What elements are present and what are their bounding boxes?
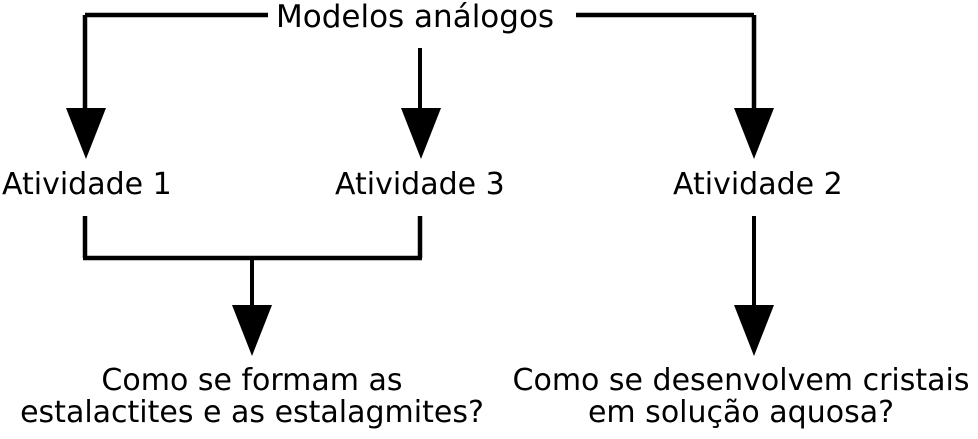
question-cristais-line-2: em solução aquosa? (587, 395, 895, 431)
arrowhead-to-atividade-1 (66, 108, 106, 159)
question-cristais-line-1: Como se desenvolvem cristais (512, 363, 970, 398)
question-estalactites-line-1: Como se formam as (101, 363, 403, 398)
node-atividade-2: Atividade 2 (673, 167, 843, 202)
arrowhead-to-atividade-3 (401, 108, 441, 159)
arrowhead-to-question-estalactites (232, 305, 272, 356)
arrowhead-to-atividade-2 (734, 108, 774, 159)
node-modelos-analogos: Modelos análogos (276, 0, 555, 35)
node-atividade-1: Atividade 1 (2, 167, 172, 202)
node-question-estalactites: Como se formam as estalactites e as esta… (0, 363, 504, 431)
node-question-cristais: Como se desenvolvem cristais em solução … (504, 363, 978, 431)
arrowhead-to-question-cristais (734, 305, 774, 356)
node-atividade-3: Atividade 3 (335, 167, 505, 202)
question-estalactites-line-2: estalactites e as estalagmites? (20, 395, 484, 431)
